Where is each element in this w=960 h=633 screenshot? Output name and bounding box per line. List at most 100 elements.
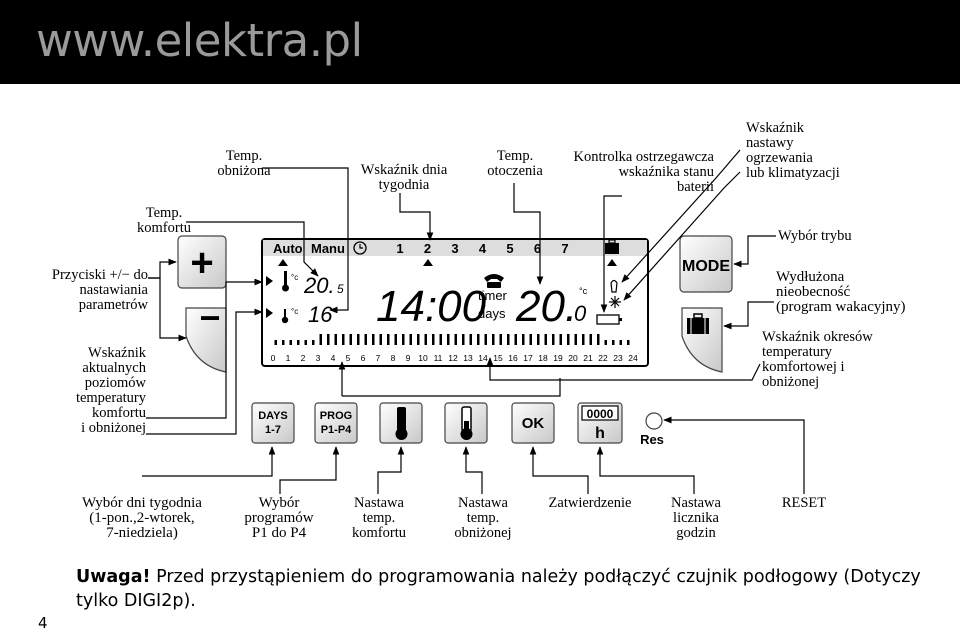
timeline-segment (537, 334, 540, 345)
timeline-segment (372, 334, 375, 345)
timeline-segment (357, 334, 360, 345)
reset-button-label: Res (640, 432, 664, 447)
mode-button[interactable]: MODE (679, 235, 733, 293)
mode-button-label: MODE (682, 258, 730, 275)
label-temp-komfortu: Temp.komfortu (137, 205, 191, 236)
hour-label-4: 4 (331, 353, 336, 363)
day-digit-1: 1 (396, 241, 403, 256)
timeline-segment (477, 334, 480, 345)
header-bar: www.elektra.pl (0, 0, 960, 84)
timeline-segment (297, 340, 300, 345)
day-digit-5: 5 (506, 241, 513, 256)
hour-counter-button[interactable]: 0000 h (577, 402, 623, 444)
prog-button[interactable]: PROG P1-P4 (314, 402, 358, 444)
timeline-segment (544, 334, 547, 345)
hour-label-5: 5 (346, 353, 351, 363)
counter-digits: 0000 (587, 407, 614, 421)
label-wybor-trybu: Wybór trybu (778, 228, 852, 244)
timeline-segment (424, 334, 427, 345)
hour-label-22: 22 (598, 353, 608, 363)
label-zatwierdzenie: Zatwierdzenie (548, 495, 632, 511)
days-label: days (478, 306, 506, 321)
timeline-segment (552, 334, 555, 345)
suitcase-arrow-icon (607, 259, 617, 266)
counter-unit: h (595, 425, 605, 442)
label-temp-obnizona: Temp.obniżona (217, 148, 271, 179)
reset-button[interactable]: Res (640, 412, 664, 447)
timeline-segment (447, 334, 450, 345)
hour-label-21: 21 (583, 353, 593, 363)
days-button-line2: 1-7 (265, 424, 281, 436)
days-button[interactable]: DAYS 1-7 (251, 402, 295, 444)
reduced-temp-button[interactable] (444, 402, 488, 444)
comfort-temp-button[interactable] (379, 402, 423, 444)
day-digit-7: 7 (561, 241, 568, 256)
minus-button[interactable]: − (185, 297, 227, 373)
reduced-unit: °c (291, 307, 298, 316)
timeline-segment (289, 340, 292, 345)
timeline-segment (604, 340, 607, 345)
leader-lines (142, 149, 805, 494)
mode-auto-label: Auto (273, 241, 303, 256)
timeline-segment (484, 334, 487, 345)
comfort-unit: °c (291, 273, 298, 282)
suitcase-indicator-icon (605, 239, 619, 254)
page-number: 4 (38, 614, 48, 632)
timeline-segment (319, 334, 322, 345)
day-digit-6: 6 (534, 241, 541, 256)
phone-icon (484, 274, 504, 288)
suitcase-button[interactable] (681, 307, 723, 373)
timeline-segment (394, 334, 397, 345)
thermometer-reduced-icon (281, 309, 289, 324)
mode-manu-label: Manu (311, 241, 345, 256)
hour-label-13: 13 (463, 353, 473, 363)
cooling-snowflake-icon (609, 296, 621, 308)
comfort-pointer-icon (266, 276, 273, 286)
days-button-line1: DAYS (258, 410, 288, 422)
timeline-segment (327, 334, 330, 345)
warning-note: Uwaga! Przed przystąpieniem do programow… (76, 565, 936, 613)
day-arrow-icon (423, 259, 433, 266)
timeline-segment (514, 334, 517, 345)
timeline-segment (379, 334, 382, 345)
brand-url: www.elektra.pl (36, 14, 363, 67)
timeline-segment (597, 334, 600, 345)
timer-label: timer (478, 288, 508, 303)
hour-label-14: 14 (478, 353, 488, 363)
timeline-segment (499, 334, 502, 345)
hour-label-15: 15 (493, 353, 503, 363)
prog-button-line2: P1-P4 (321, 424, 352, 436)
timeline-segment (349, 334, 352, 345)
hour-label-23: 23 (613, 353, 623, 363)
hour-label-2: 2 (301, 353, 306, 363)
timeline-segment (387, 334, 390, 345)
day-digit-3: 3 (451, 241, 458, 256)
timeline-segment (507, 334, 510, 345)
label-temp-otoczenia: Temp.otoczenia (487, 148, 543, 179)
timeline-segment (364, 334, 367, 345)
plus-button[interactable]: + (177, 235, 227, 289)
ambient-temp-decimal: 0 (574, 301, 587, 326)
hour-label-6: 6 (361, 353, 366, 363)
ok-button[interactable]: OK (511, 402, 555, 444)
timeline-segment (627, 340, 630, 345)
timeline-segment (612, 340, 615, 345)
ambient-unit: °c (579, 286, 588, 296)
day-digit-4: 4 (479, 241, 487, 256)
label-reset: RESET (781, 495, 827, 511)
minus-symbol: − (199, 297, 220, 338)
timeline-segment (409, 334, 412, 345)
timeline-segment (439, 334, 442, 345)
hour-label-11: 11 (434, 353, 443, 363)
